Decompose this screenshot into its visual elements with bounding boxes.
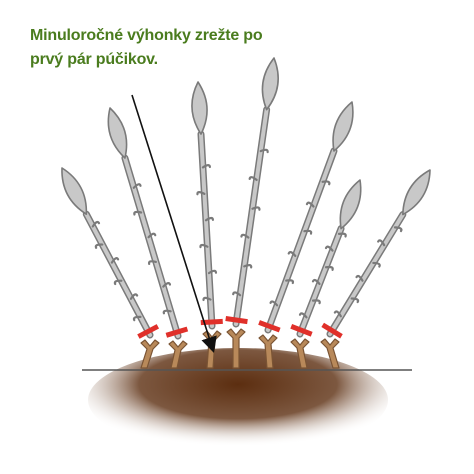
cane-bud bbox=[287, 250, 297, 257]
shoot-cane bbox=[328, 212, 405, 336]
cane-bud bbox=[94, 243, 104, 249]
cane-bud bbox=[232, 291, 242, 297]
cane-bud bbox=[113, 279, 123, 286]
cut-mark bbox=[290, 323, 313, 337]
cane-bud bbox=[259, 148, 269, 154]
cane-bud bbox=[196, 191, 206, 196]
cane-bud bbox=[311, 278, 321, 286]
cane-bud bbox=[147, 232, 157, 239]
cane-bud bbox=[355, 274, 364, 282]
cane-bud bbox=[303, 229, 313, 235]
cane-bud bbox=[269, 300, 279, 307]
diagram-caption: Minuloročné výhonky zrežte po prvý pár p… bbox=[30, 24, 330, 72]
cane-bud bbox=[372, 261, 381, 268]
shoot-leaf bbox=[332, 101, 354, 152]
shoot bbox=[258, 101, 354, 334]
cane-stub bbox=[320, 338, 340, 369]
shoot bbox=[61, 167, 160, 339]
shoot bbox=[191, 81, 223, 330]
cane-stub bbox=[140, 339, 160, 369]
cane-bud bbox=[248, 176, 258, 182]
cane-bud bbox=[147, 260, 157, 266]
stub-shape bbox=[320, 338, 340, 369]
cane-bud bbox=[91, 220, 101, 228]
cane-bud bbox=[333, 310, 342, 318]
cane-bud bbox=[201, 164, 211, 169]
cane-stub bbox=[168, 340, 188, 369]
shoot-leaf bbox=[107, 107, 128, 159]
cane-bud bbox=[337, 232, 347, 238]
cane-bud bbox=[199, 243, 209, 249]
pointer-arrow bbox=[131, 94, 217, 354]
shoot-leaf bbox=[61, 167, 88, 215]
shoot bbox=[290, 179, 362, 338]
cane-stub bbox=[226, 328, 246, 369]
cane-bud bbox=[243, 264, 253, 269]
cane-bud bbox=[207, 269, 218, 275]
cut-mark bbox=[225, 316, 248, 325]
shoot-cane bbox=[234, 107, 269, 326]
cane-stub bbox=[258, 334, 278, 369]
cane-bud bbox=[204, 216, 215, 222]
shoot-cane bbox=[198, 132, 214, 328]
stub-shape bbox=[226, 328, 246, 369]
cane-bud bbox=[133, 210, 143, 216]
cane-bud bbox=[162, 309, 172, 315]
cane-bud bbox=[132, 183, 142, 189]
stub-shape bbox=[140, 339, 160, 369]
shoot-leaf bbox=[339, 179, 362, 230]
cane-bud bbox=[110, 257, 120, 264]
cane-bud bbox=[202, 296, 212, 302]
caption-line-2: prvý pár púčikov. bbox=[30, 51, 158, 68]
cane-bud bbox=[132, 315, 142, 322]
soil-mound bbox=[88, 348, 388, 452]
stubs-group bbox=[140, 328, 340, 369]
cut-mark bbox=[258, 320, 281, 333]
cane-bud bbox=[377, 239, 386, 247]
stub-shape bbox=[168, 340, 188, 369]
stub-shape bbox=[290, 338, 310, 369]
shoot-cane bbox=[266, 148, 336, 332]
cane-bud bbox=[240, 233, 250, 239]
shoot-leaf bbox=[191, 81, 208, 135]
cane-bud bbox=[129, 293, 139, 300]
cut-mark bbox=[165, 326, 189, 338]
shoot-leaf bbox=[261, 57, 279, 111]
shoot bbox=[321, 169, 431, 339]
cane-bud bbox=[393, 226, 403, 233]
cane-bud bbox=[321, 180, 331, 186]
caption-line-1: Minuloročné výhonky zrežte po bbox=[30, 27, 263, 44]
cane-bud bbox=[305, 201, 315, 208]
shoot-cane bbox=[84, 212, 152, 337]
shoots-group bbox=[61, 57, 431, 340]
cane-bud bbox=[311, 299, 321, 305]
cane-bud bbox=[298, 312, 308, 319]
cane-bud bbox=[162, 281, 172, 288]
shoot-leaf bbox=[402, 169, 431, 216]
cut-mark bbox=[321, 322, 343, 339]
cane-bud bbox=[285, 279, 295, 285]
cane-bud bbox=[251, 206, 261, 211]
cane-bud bbox=[324, 265, 334, 271]
cut-mark bbox=[137, 324, 160, 339]
cane-bud bbox=[324, 245, 334, 252]
cane-bud bbox=[350, 297, 360, 304]
shoot bbox=[107, 107, 189, 340]
cane-stub bbox=[290, 338, 310, 369]
shoot bbox=[225, 57, 279, 328]
stub-shape bbox=[258, 334, 278, 369]
